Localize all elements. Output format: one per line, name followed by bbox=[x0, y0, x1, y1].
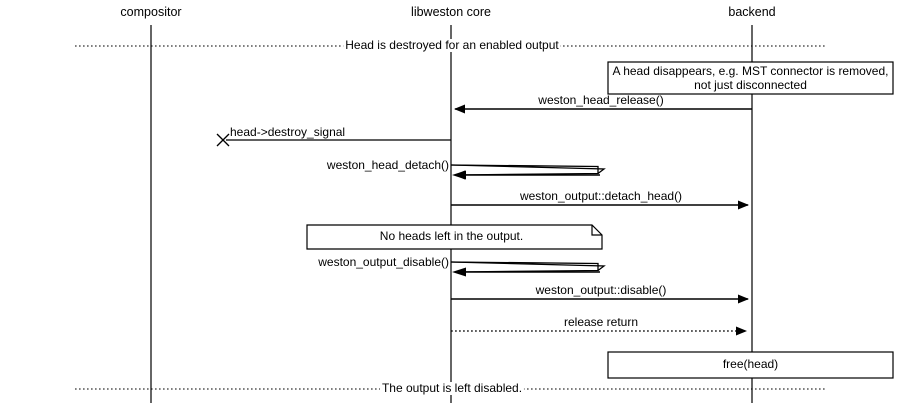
message-label-weston-output-disable: weston_output::disable() bbox=[535, 283, 667, 297]
divider-label-top: Head is destroyed for an enabled output bbox=[343, 38, 561, 52]
note-text-head-disappears: A head disappears, e.g. MST connector is… bbox=[612, 64, 889, 92]
message-label-weston-head-release: weston_head_release() bbox=[538, 93, 664, 107]
message-weston-head-detach-arrow bbox=[450, 164, 606, 180]
message-label-weston-head-detach: weston_head_detach() bbox=[326, 158, 449, 172]
message-weston-output-disable-local-arrow bbox=[450, 261, 606, 277]
note-text-no-heads-left: No heads left in the output. bbox=[379, 229, 524, 243]
message-label-release-return: release return bbox=[563, 315, 639, 329]
divider-label-bottom: The output is left disabled. bbox=[379, 381, 525, 395]
note-no-heads-left-shape bbox=[306, 224, 603, 250]
note-head-disappears-shape bbox=[607, 61, 894, 95]
note-text-free-head: free(head) bbox=[722, 357, 779, 371]
note-free-head-shape bbox=[607, 351, 894, 379]
participant-label-compositor: compositor bbox=[120, 5, 182, 19]
participant-label-libweston-core: libweston core bbox=[411, 5, 491, 19]
message-label-weston-output-disable-local: weston_output_disable() bbox=[318, 255, 449, 269]
message-label-weston-output-detach-head: weston_output::detach_head() bbox=[519, 189, 683, 203]
participant-label-backend: backend bbox=[728, 5, 776, 19]
message-head-destroy-signal-arrow bbox=[216, 133, 451, 147]
message-label-head-destroy-signal: head->destroy_signal bbox=[230, 125, 346, 139]
